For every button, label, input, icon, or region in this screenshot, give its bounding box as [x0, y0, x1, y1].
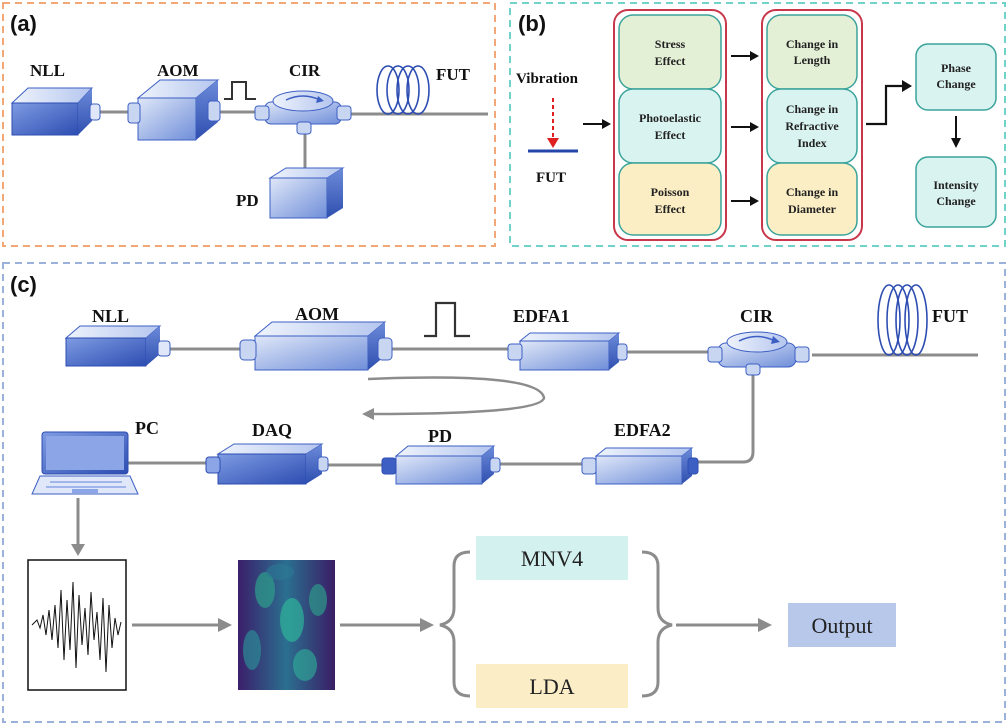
svg-text:Effect: Effect: [655, 128, 686, 142]
edfa1-label: EDFA1: [513, 306, 570, 326]
panel-b-tag: (b): [518, 11, 546, 36]
svg-text:Poisson: Poisson: [651, 185, 690, 199]
svg-text:Effect: Effect: [655, 54, 686, 68]
effect-stress: Stress Effect: [618, 14, 722, 90]
effects-group: [613, 9, 727, 241]
nll-label: NLL: [30, 61, 65, 80]
change-refractive-index: Change in Refractive Index: [766, 88, 858, 164]
lda-box: [476, 664, 628, 708]
arrow-to-phase: [866, 84, 904, 126]
mnv4-label: MNV4: [521, 546, 583, 571]
panel-a-tag: (a): [10, 11, 37, 36]
phase-change: Phase Change: [915, 43, 997, 111]
intensity-change: Intensity Change: [915, 156, 997, 228]
mnv4-box: [476, 536, 628, 580]
nll-device: [10, 87, 101, 136]
panel-b-border: [509, 2, 1006, 247]
edfa1-device: [507, 332, 628, 371]
svg-text:Change in: Change in: [786, 37, 839, 51]
effect-change-arrows: [731, 55, 752, 202]
right-brace: [641, 550, 673, 698]
output-label: Output: [811, 613, 872, 638]
aom-label: AOM: [157, 61, 199, 80]
pd-device: [268, 167, 345, 219]
svg-text:Change in: Change in: [786, 185, 839, 199]
lda-label: LDA: [529, 674, 574, 699]
svg-text:Photoelastic: Photoelastic: [639, 111, 702, 125]
daq-device: [205, 443, 329, 485]
feedback-arrow: [367, 376, 546, 416]
change-length: Change in Length: [766, 14, 858, 90]
daq-label: DAQ: [252, 420, 292, 440]
fut-c-label: FUT: [932, 306, 968, 326]
pd-c-label: PD: [428, 426, 452, 446]
waveform-icon: [27, 559, 127, 691]
panel-a-border: [2, 2, 496, 247]
spectrogram-icon: [238, 560, 335, 690]
effect-photoelastic: Photoelastic Effect: [618, 88, 722, 164]
svg-text:Length: Length: [794, 53, 831, 67]
aom-c-device: [239, 321, 393, 371]
fiber-coil-icon: [376, 65, 430, 115]
svg-text:Intensity: Intensity: [933, 178, 978, 192]
svg-text:Change in: Change in: [786, 102, 839, 116]
edfa2-label: EDFA2: [614, 420, 671, 440]
svg-text:Change: Change: [936, 77, 976, 91]
fiber-coil-c-icon: [877, 284, 928, 356]
aom-device: [127, 79, 221, 141]
svg-text:Refractive: Refractive: [785, 119, 839, 133]
panel-b: (b) Vibration FUT Stress Effect Photoela…: [509, 2, 1006, 247]
svg-text:Index: Index: [797, 136, 826, 150]
panel-c-tag: (c): [10, 272, 37, 297]
vibration-arrowhead: [547, 138, 559, 148]
vibration-label: Vibration: [516, 71, 579, 87]
pulse-c-icon: [424, 301, 470, 338]
cir-c-label: CIR: [740, 306, 774, 326]
left-brace: [439, 550, 471, 698]
fut-b-label: FUT: [536, 170, 566, 186]
pulse-icon: [224, 81, 256, 100]
svg-text:Change: Change: [936, 194, 976, 208]
output-box: [788, 603, 896, 647]
effect-poisson: Poisson Effect: [618, 162, 722, 236]
svg-text:Effect: Effect: [655, 202, 686, 216]
pd-c-device: [381, 445, 501, 485]
panel-a: (a) NLL AOM: [2, 2, 496, 247]
laptop-icon: [31, 431, 139, 495]
edfa2-device: [581, 447, 699, 485]
svg-text:Diameter: Diameter: [788, 202, 837, 216]
pc-label: PC: [135, 418, 159, 438]
panel-c-border: [2, 262, 1006, 723]
svg-text:Phase: Phase: [941, 61, 972, 75]
nll-c-device: [64, 325, 171, 367]
pd-label: PD: [236, 191, 259, 210]
cir-label: CIR: [289, 61, 321, 80]
changes-group: [761, 9, 863, 241]
cir-device: [254, 90, 352, 135]
panel-c: (c) NLL AOM: [2, 262, 1006, 723]
aom-c-label: AOM: [295, 304, 339, 324]
cir-c-device: [707, 331, 810, 376]
svg-text:Stress: Stress: [655, 37, 686, 51]
nll-c-label: NLL: [92, 306, 129, 326]
fut-label: FUT: [436, 65, 471, 84]
change-diameter: Change in Diameter: [766, 162, 858, 236]
